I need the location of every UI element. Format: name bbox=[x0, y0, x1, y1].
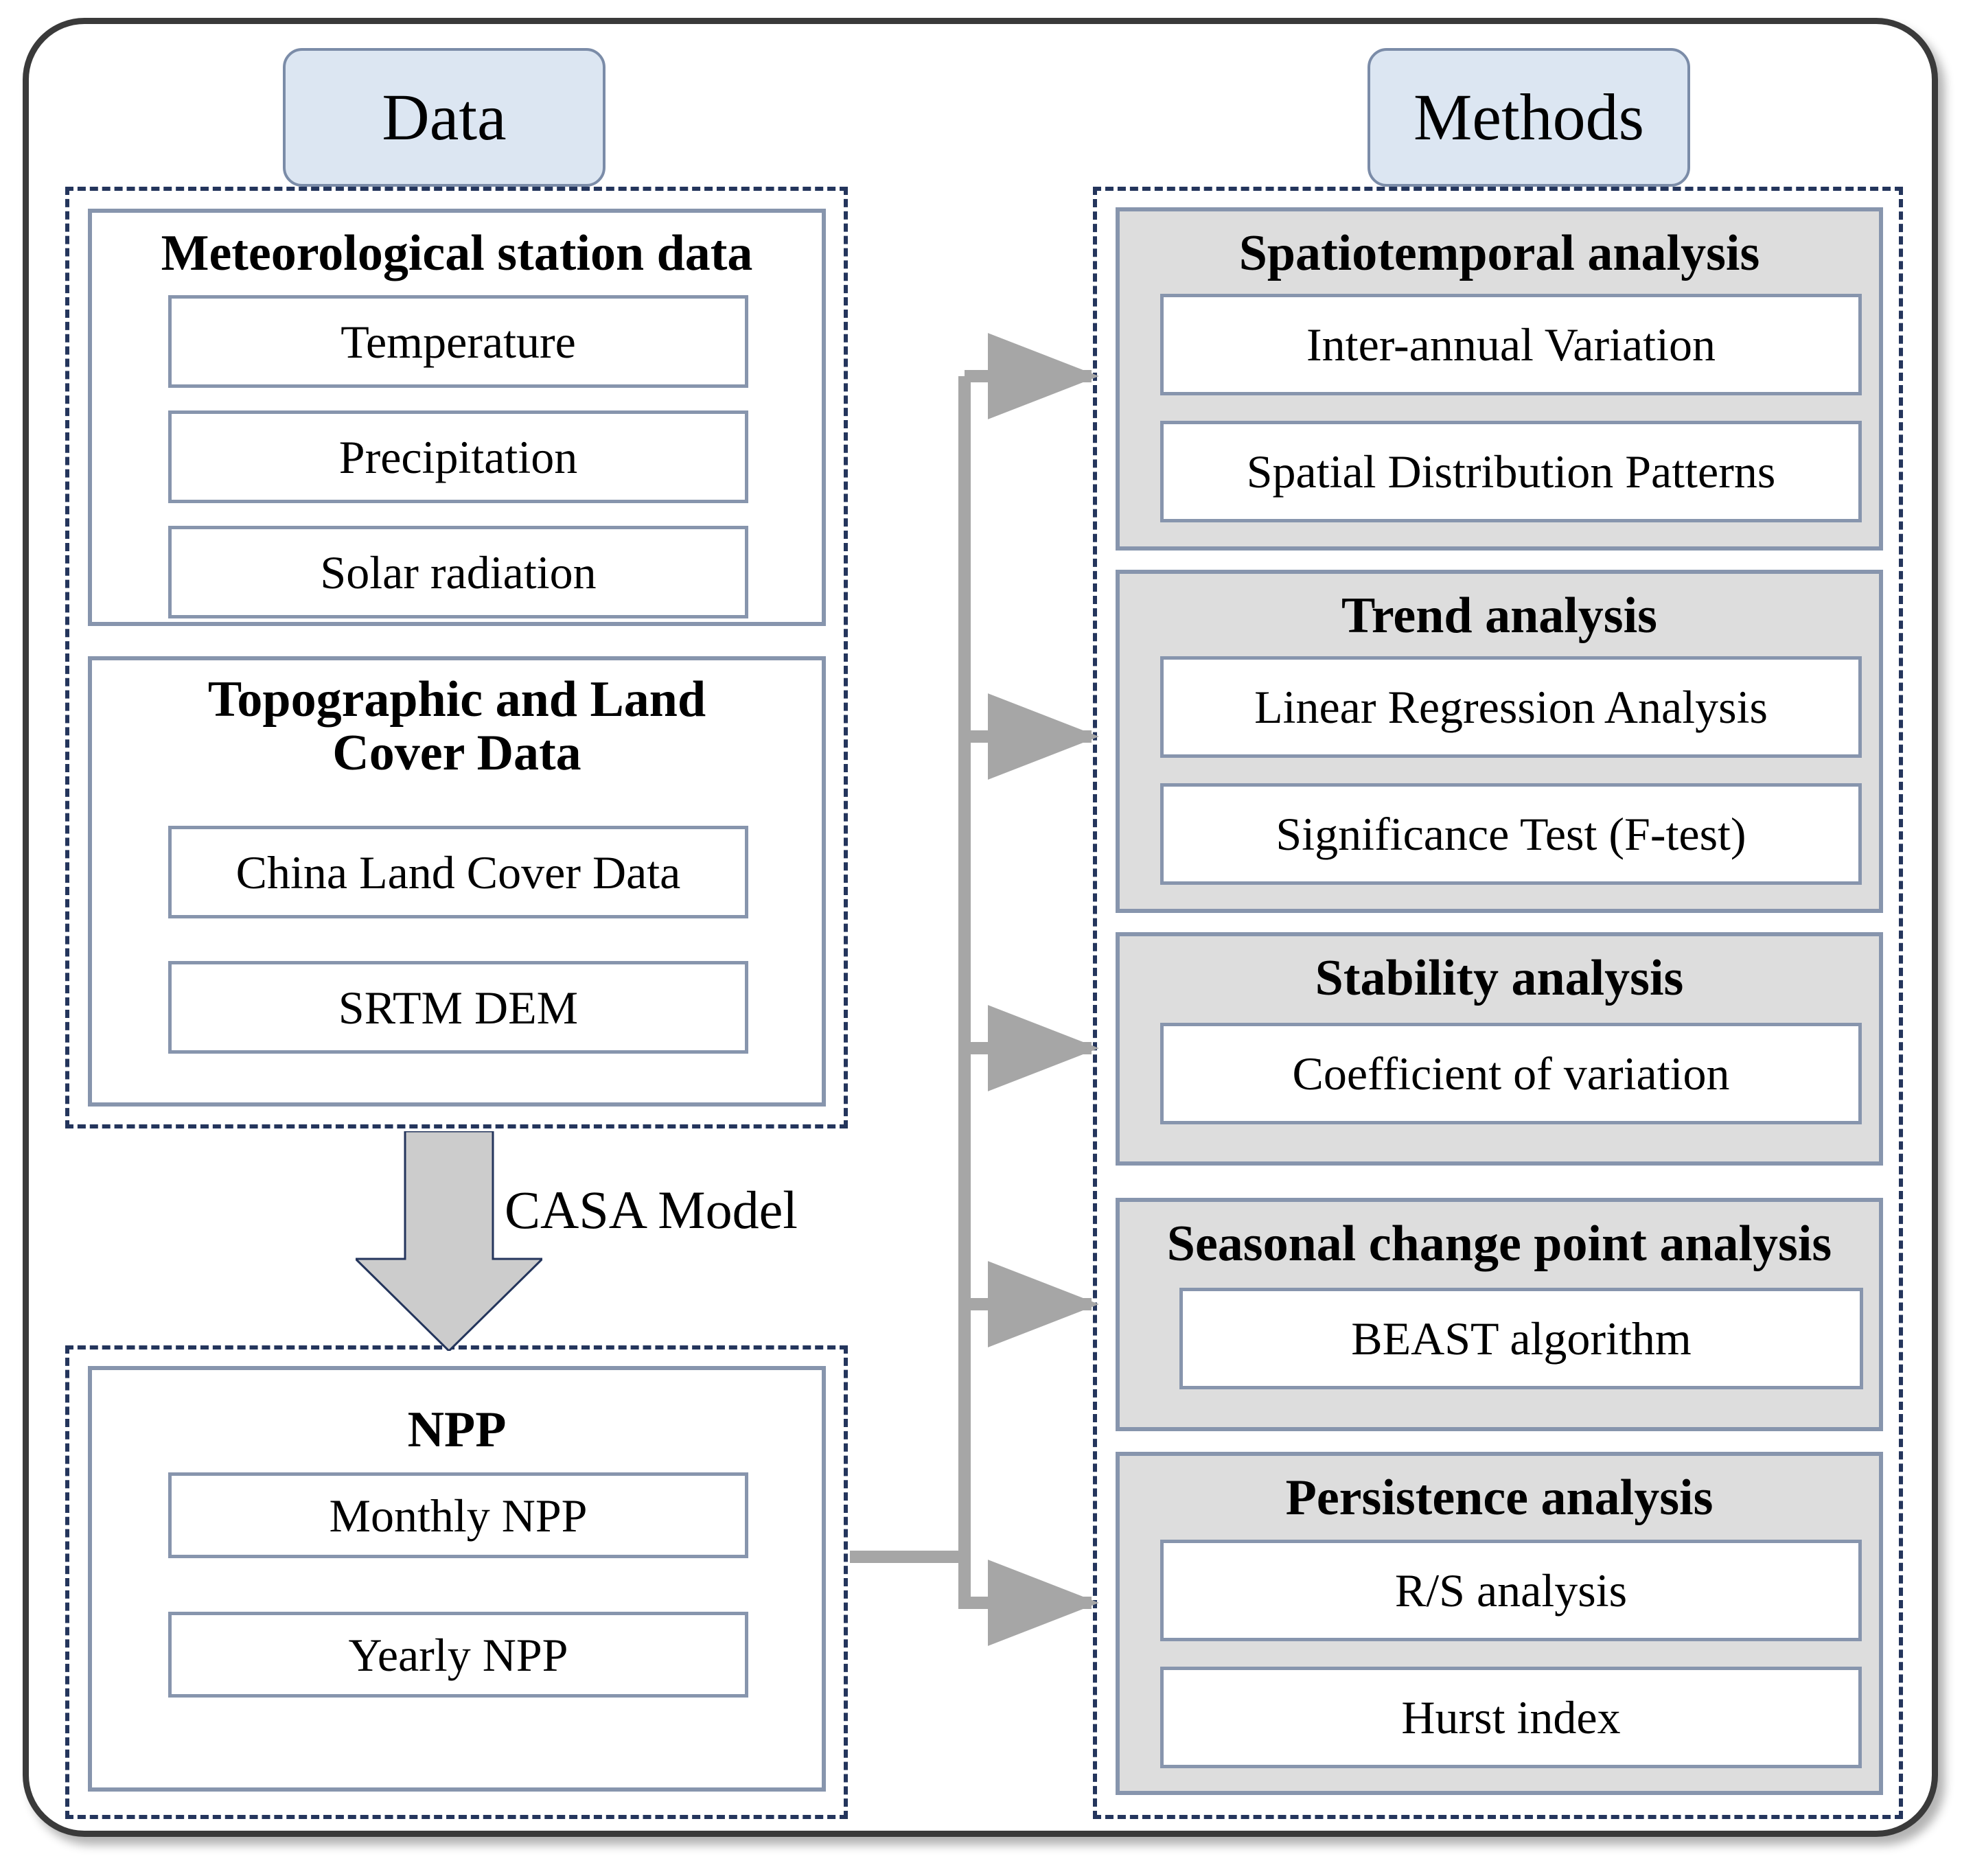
data-section-lower bbox=[65, 1345, 848, 1819]
down-arrow-icon bbox=[356, 1131, 542, 1351]
item-label: R/S analysis bbox=[1394, 1564, 1628, 1617]
item-monthly-npp[interactable]: Monthly NPP bbox=[168, 1472, 748, 1558]
item-hurst-index[interactable]: Hurst index bbox=[1160, 1667, 1862, 1768]
item-linear-regression-analysis[interactable]: Linear Regression Analysis bbox=[1160, 656, 1862, 758]
item-srtm-dem[interactable]: SRTM DEM bbox=[168, 961, 748, 1054]
methods-section bbox=[1093, 187, 1903, 1819]
item-beast-algorithm[interactable]: BEAST algorithm bbox=[1179, 1288, 1863, 1389]
item-yearly-npp[interactable]: Yearly NPP bbox=[168, 1612, 748, 1698]
item-spatial-distribution-patterns[interactable]: Spatial Distribution Patterns bbox=[1160, 421, 1862, 522]
header-pill-methods-label: Methods bbox=[1414, 80, 1644, 154]
group-title: Meteorological station data bbox=[161, 225, 753, 281]
item-label: China Land Cover Data bbox=[235, 846, 681, 899]
header-pill-data-label: Data bbox=[382, 80, 507, 154]
header-pill-data[interactable]: Data bbox=[283, 48, 605, 187]
casa-model-label: CASA Model bbox=[505, 1180, 798, 1240]
item-china-land-cover-data[interactable]: China Land Cover Data bbox=[168, 826, 748, 918]
group-title: Persistence analysis bbox=[1285, 1470, 1714, 1526]
group-title: NPP bbox=[407, 1402, 507, 1458]
item-label: Spatial Distribution Patterns bbox=[1246, 445, 1776, 498]
item-label: Coefficient of variation bbox=[1292, 1047, 1730, 1100]
item-label: Monthly NPP bbox=[329, 1489, 588, 1542]
item-inter-annual-variation[interactable]: Inter-annual Variation bbox=[1160, 294, 1862, 395]
item-solar-radiation[interactable]: Solar radiation bbox=[168, 526, 748, 618]
item-label: Temperature bbox=[341, 315, 576, 368]
item-label: Solar radiation bbox=[320, 546, 597, 599]
group-title: Seasonal change point analysis bbox=[1166, 1216, 1832, 1272]
item-label: BEAST algorithm bbox=[1351, 1312, 1692, 1365]
group-npp[interactable]: NPP bbox=[88, 1366, 826, 1792]
item-label: Linear Regression Analysis bbox=[1254, 681, 1768, 733]
item-label: Hurst index bbox=[1401, 1691, 1621, 1744]
item-coefficient-of-variation[interactable]: Coefficient of variation bbox=[1160, 1023, 1862, 1124]
item-precipitation[interactable]: Precipitation bbox=[168, 410, 748, 503]
item-label: Significance Test (F-test) bbox=[1276, 808, 1746, 860]
item-label: SRTM DEM bbox=[338, 981, 579, 1034]
item-label: Inter-annual Variation bbox=[1306, 319, 1716, 371]
group-title: Spatiotemporal analysis bbox=[1238, 225, 1760, 281]
item-rs-analysis[interactable]: R/S analysis bbox=[1160, 1540, 1862, 1641]
item-temperature[interactable]: Temperature bbox=[168, 295, 748, 388]
item-label: Yearly NPP bbox=[348, 1628, 568, 1681]
group-title: Topographic and Land Cover Data bbox=[207, 671, 706, 782]
item-label: Precipitation bbox=[338, 430, 578, 483]
item-significance-test[interactable]: Significance Test (F-test) bbox=[1160, 783, 1862, 885]
header-pill-methods[interactable]: Methods bbox=[1368, 48, 1690, 187]
group-title: Trend analysis bbox=[1341, 588, 1657, 644]
group-title: Stability analysis bbox=[1315, 950, 1684, 1006]
data-section-upper bbox=[65, 187, 848, 1128]
